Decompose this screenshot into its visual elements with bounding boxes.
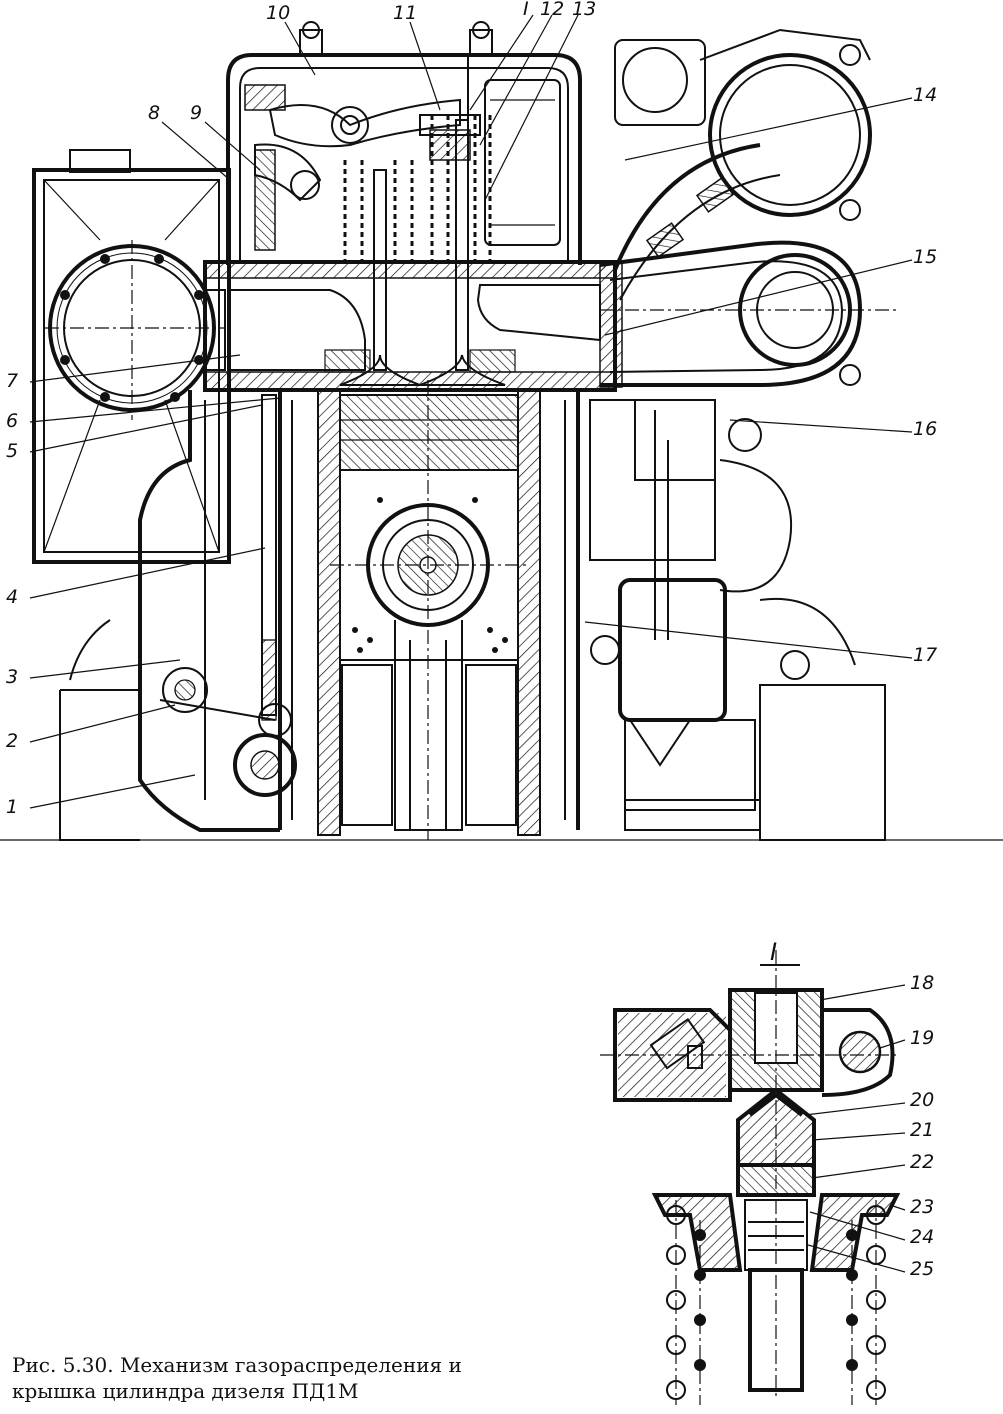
callout-6: 6	[6, 410, 19, 432]
callout-11: 11	[393, 2, 418, 24]
cylinder-block	[278, 380, 580, 840]
callout-8: 8	[148, 102, 161, 124]
callout-4: 4	[6, 586, 19, 608]
callout-5: 5	[6, 440, 19, 462]
valve-cover	[226, 21, 582, 265]
cylinder-head	[203, 260, 617, 392]
caption-line-1: Рис. 5.30. Механизм газораспределения и	[12, 1353, 462, 1377]
figure-caption: Рис. 5.30. Механизм газораспределения и …	[12, 1352, 552, 1404]
callout-25: 25	[910, 1258, 935, 1280]
turbocharger	[613, 28, 872, 386]
callout-24: 24	[910, 1226, 935, 1248]
detail-label: I	[770, 938, 778, 966]
callout-7: 7	[6, 370, 19, 392]
callout-13: 13	[572, 0, 597, 20]
intake-manifold	[32, 149, 231, 564]
callout-18: 18	[910, 972, 935, 994]
rocker-mechanism	[254, 79, 561, 251]
callout-9: 9	[190, 102, 203, 124]
callout-16: 16	[913, 418, 938, 440]
callout-3: 3	[6, 666, 19, 688]
fuel-pump	[589, 399, 886, 841]
exhaust-manifold	[599, 240, 900, 388]
callout-2: 2	[6, 730, 19, 752]
callout-17: 17	[913, 644, 938, 666]
callout-15: 15	[913, 246, 938, 268]
caption-line-2: крышка цилиндра дизеля ПД1М	[12, 1379, 359, 1403]
callout-20: 20	[910, 1089, 935, 1111]
callout-21: 21	[910, 1119, 935, 1141]
callout-14: 14	[913, 84, 938, 106]
callout-12: 12	[540, 0, 565, 20]
callout-1: 1	[6, 796, 19, 818]
callout-I-top: I	[523, 0, 529, 20]
callout-10: 10	[266, 2, 291, 24]
leader-lines	[29, 14, 913, 1273]
callout-22: 22	[910, 1151, 935, 1173]
detail-I	[600, 950, 901, 1405]
callout-19: 19	[910, 1027, 935, 1049]
callout-23: 23	[910, 1196, 935, 1218]
